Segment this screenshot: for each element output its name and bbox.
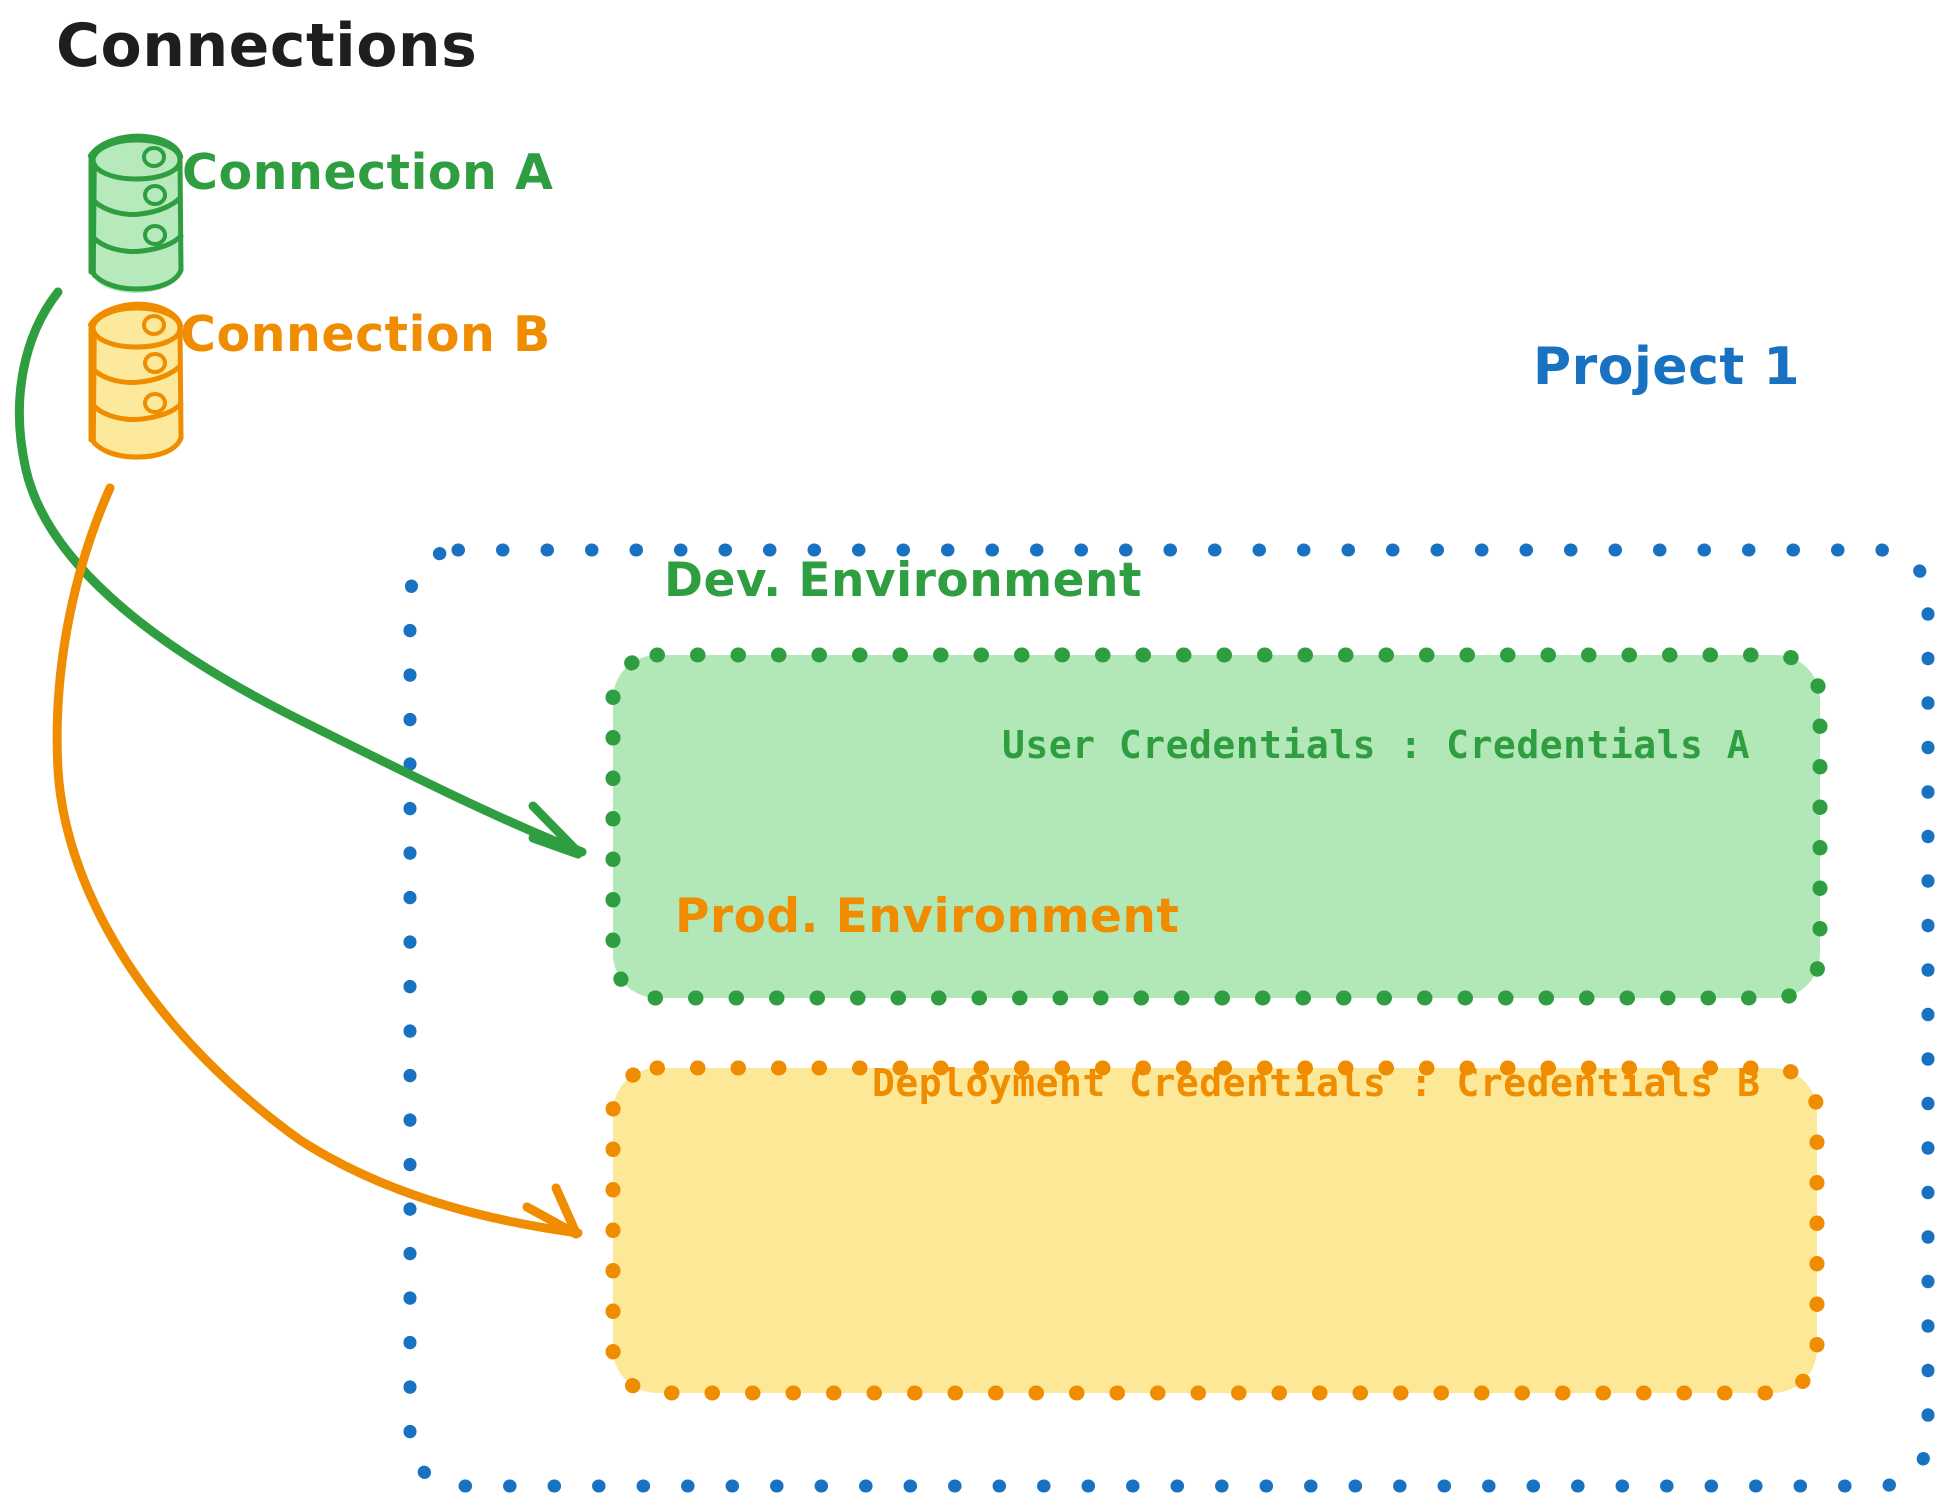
- prod-environment-credentials: Deployment Credentials : Credentials B: [872, 1061, 1761, 1105]
- dev-environment-title: Dev. Environment: [664, 553, 1142, 608]
- project-container[interactable]: [403, 543, 1935, 1493]
- project-title: Project 1: [1533, 337, 1801, 397]
- prod-environment-title: Prod. Environment: [675, 889, 1180, 944]
- dev-environment-credentials: User Credentials : Credentials A: [1002, 723, 1751, 767]
- prod-environment-box[interactable]: [605, 1060, 1825, 1401]
- database-icon-connection-a[interactable]: [87, 133, 184, 293]
- connection-b-label[interactable]: Connection B: [180, 306, 551, 363]
- page-title: Connections: [56, 11, 478, 81]
- arrow-connection-b-to-prod: [52, 483, 583, 1239]
- connection-a-label[interactable]: Connection A: [182, 144, 554, 201]
- arrow-connection-a-to-dev: [14, 287, 587, 859]
- database-icon-connection-b[interactable]: [87, 301, 184, 460]
- dev-environment-box[interactable]: [605, 647, 1828, 1006]
